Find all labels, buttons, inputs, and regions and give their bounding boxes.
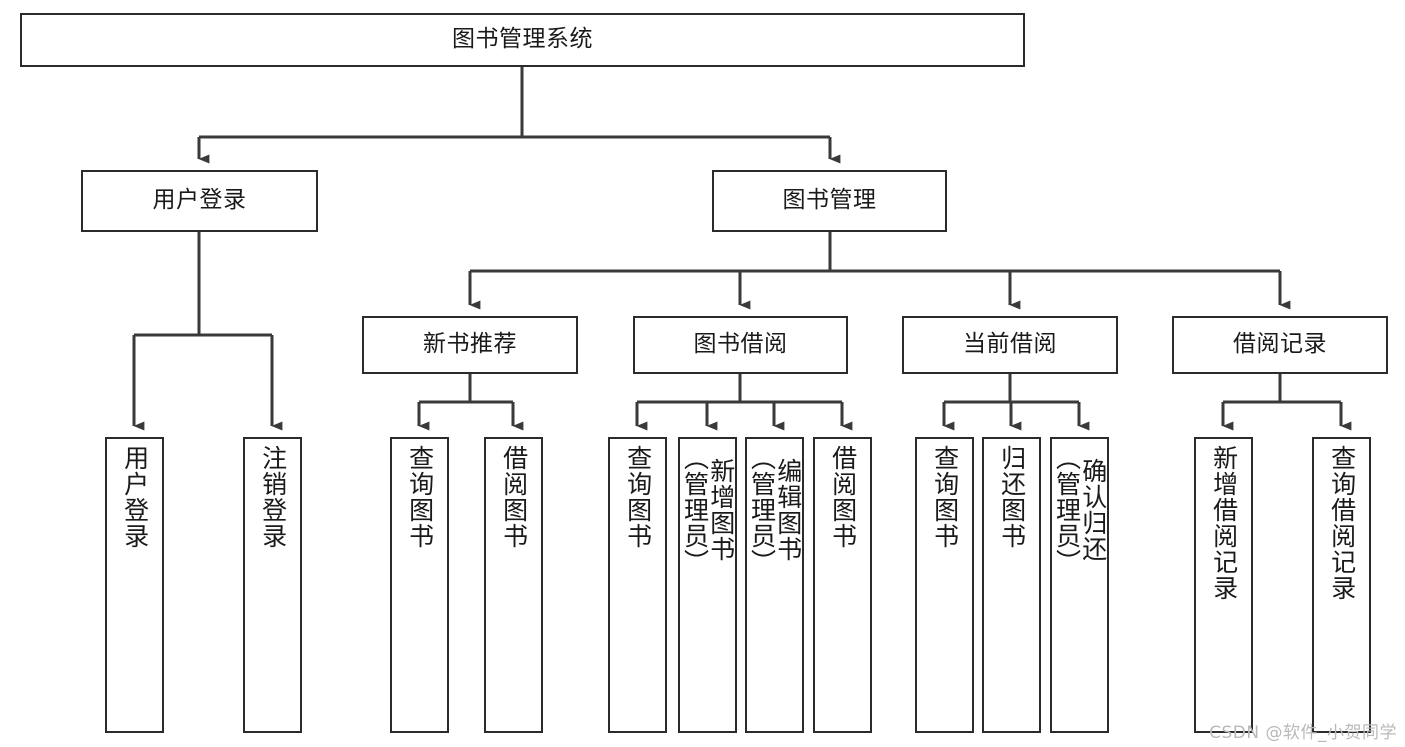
node-label: 归还图书 — [997, 445, 1027, 549]
node-label: 确认归还 （管理员） — [1052, 445, 1108, 575]
node-leaf-query-books-newbooks[interactable]: 查询图书 — [390, 437, 449, 733]
node-leaf-edit-book-admin[interactable]: 编辑图书 （管理员） — [745, 437, 804, 733]
node-label: 查询图书 — [405, 445, 435, 549]
node-label: 查询借阅记录 — [1327, 445, 1357, 601]
node-label: 查询图书 — [930, 445, 960, 549]
node-book-borrowing[interactable]: 图书借阅 — [633, 316, 848, 374]
node-leaf-confirm-return-admin[interactable]: 确认归还 （管理员） — [1050, 437, 1109, 733]
node-leaf-add-book-admin[interactable]: 新增图书 （管理员） — [678, 437, 737, 733]
node-leaf-borrow-books-newbooks[interactable]: 借阅图书 — [484, 437, 543, 733]
node-new-book-recommendation[interactable]: 新书推荐 — [362, 316, 578, 374]
node-leaf-query-borrow-record[interactable]: 查询借阅记录 — [1312, 437, 1371, 733]
node-leaf-borrow-books-borrow[interactable]: 借阅图书 — [813, 437, 872, 733]
node-leaf-add-borrow-record[interactable]: 新增借阅记录 — [1194, 437, 1253, 733]
node-book-management[interactable]: 图书管理 — [712, 170, 947, 232]
node-leaf-query-books-borrow[interactable]: 查询图书 — [608, 437, 667, 733]
node-label: 新书推荐 — [423, 331, 517, 358]
node-label: 新增借阅记录 — [1209, 445, 1239, 601]
node-leaf-user-login[interactable]: 用户登录 — [105, 437, 164, 733]
node-label: 用户登录 — [152, 187, 247, 214]
node-label: 编辑图书 （管理员） — [747, 445, 803, 575]
node-label: 图书借阅 — [693, 331, 788, 358]
node-root-book-management-system[interactable]: 图书管理系统 — [20, 13, 1025, 67]
watermark: CSDN @软件_小贺同学 — [1209, 723, 1397, 743]
node-leaf-query-books-current[interactable]: 查询图书 — [915, 437, 974, 733]
node-label: 用户登录 — [120, 445, 150, 549]
node-borrowing-records[interactable]: 借阅记录 — [1172, 316, 1388, 374]
node-label: 图书管理 — [782, 187, 877, 214]
node-label: 借阅图书 — [828, 445, 858, 549]
node-label: 新增图书 （管理员） — [680, 445, 736, 575]
node-label: 注销登录 — [258, 445, 288, 549]
node-label: 查询图书 — [623, 445, 653, 549]
node-label: 借阅记录 — [1233, 331, 1327, 358]
node-leaf-return-books[interactable]: 归还图书 — [982, 437, 1041, 733]
node-label: 当前借阅 — [963, 331, 1057, 358]
node-user-login[interactable]: 用户登录 — [81, 170, 318, 232]
node-label: 图书管理系统 — [452, 26, 593, 53]
node-label: 借阅图书 — [499, 445, 529, 549]
node-leaf-logout[interactable]: 注销登录 — [243, 437, 302, 733]
node-current-borrowing[interactable]: 当前借阅 — [902, 316, 1118, 374]
